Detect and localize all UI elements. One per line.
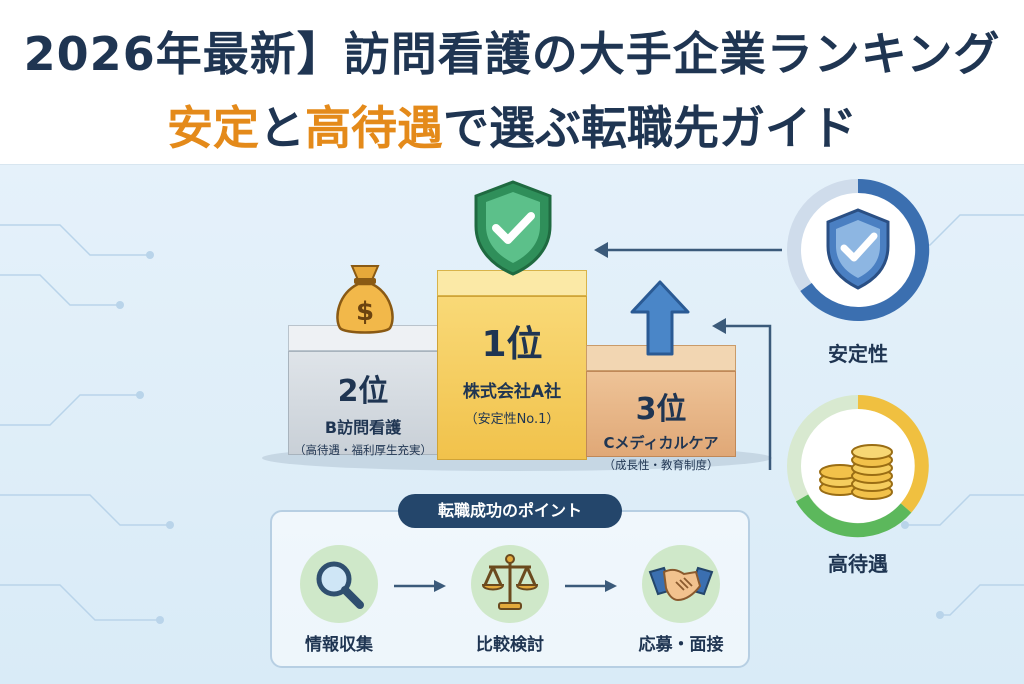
rank-first: 1位 bbox=[481, 324, 543, 365]
title-line-1: 2026年最新】訪問看護の大手企業ランキング bbox=[23, 27, 1001, 81]
podium-second: 2位 B訪問看護 （高待遇・福利厚生充実） bbox=[288, 325, 438, 457]
title-tail: で選ぶ転職先ガイド bbox=[443, 101, 857, 155]
rank-second: 2位 bbox=[337, 374, 389, 409]
balance-scale-icon bbox=[481, 554, 539, 610]
step-label-apply: 応募・面接 bbox=[638, 635, 724, 655]
connector-arrows bbox=[594, 242, 782, 470]
step-label-compare: 比較検討 bbox=[476, 635, 544, 655]
step-label-research: 情報収集 bbox=[305, 635, 373, 655]
money-bag-icon: $ bbox=[336, 265, 394, 334]
shield-check-icon bbox=[474, 180, 552, 276]
title-accent-high-pay: 高待遇 bbox=[305, 101, 443, 155]
company-first: 株式会社A社 bbox=[462, 382, 562, 402]
step-arrow-1 bbox=[394, 580, 446, 592]
svg-text:$: $ bbox=[356, 297, 374, 327]
circuit-decoration bbox=[0, 214, 1024, 624]
coin-stack-icon bbox=[787, 395, 929, 538]
stability-label: 安定性 bbox=[828, 342, 888, 366]
note-first: （安定性No.1） bbox=[464, 412, 560, 427]
company-second: B訪問看護 bbox=[324, 418, 402, 437]
title-line-2: 安定と高待遇で選ぶ転職先ガイド bbox=[0, 92, 1024, 158]
company-third: Cメディカルケア bbox=[603, 434, 719, 452]
note-second: （高待遇・福利厚生充実） bbox=[294, 443, 432, 457]
rank-third: 3位 bbox=[635, 392, 687, 427]
magnifier-icon bbox=[316, 561, 364, 609]
up-arrow-icon bbox=[630, 280, 690, 356]
header: 2026年最新】訪問看護の大手企業ランキング 安定と高待遇で選ぶ転職先ガイド bbox=[0, 0, 1024, 165]
success-points-title: 転職成功のポイント bbox=[398, 494, 622, 528]
stability-badge-icon bbox=[787, 178, 930, 321]
title-connector: と bbox=[259, 101, 305, 155]
high-pay-label: 高待遇 bbox=[828, 552, 888, 576]
note-third: （成長性・教育制度） bbox=[603, 458, 719, 472]
podium-first: 1位 株式会社A社 （安定性No.1） bbox=[437, 270, 587, 460]
step-arrow-2 bbox=[565, 580, 617, 592]
handshake-icon bbox=[648, 566, 714, 602]
title-accent-stability: 安定 bbox=[167, 101, 259, 155]
